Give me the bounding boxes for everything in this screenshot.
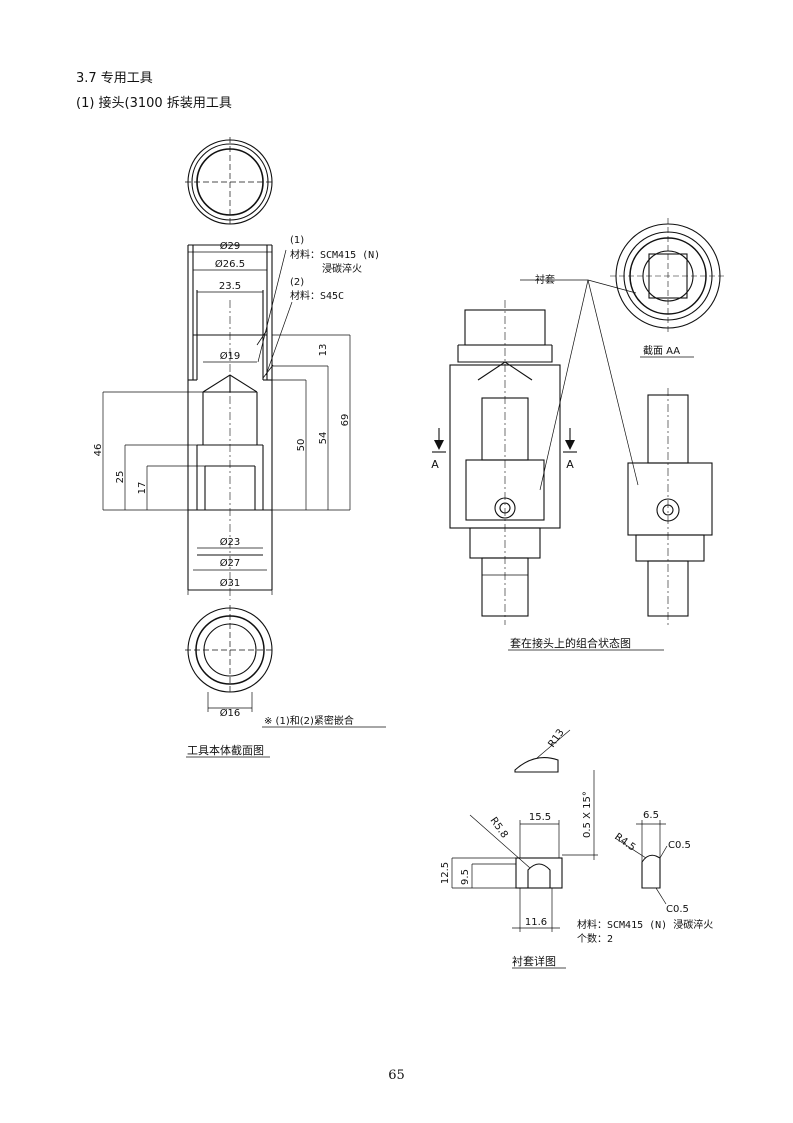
dim-69: 69 xyxy=(340,414,351,427)
part-label-1: (1) xyxy=(290,235,304,246)
dim-9-5: 9.5 xyxy=(460,869,471,885)
tool-body-dimensions xyxy=(102,249,351,595)
bushing-quantity: 个数：2 xyxy=(577,932,613,945)
dim-54: 54 xyxy=(318,432,329,445)
dim-d23: Ø23 xyxy=(220,536,241,548)
dim-50: 50 xyxy=(296,439,307,452)
section-heading: 3.7 专用工具 xyxy=(76,71,153,86)
tool-body-top-view xyxy=(185,137,275,227)
dim-6-5: 6.5 xyxy=(643,810,659,821)
section-arrow-a-left: A xyxy=(431,458,439,471)
assembly-section-aa xyxy=(610,218,726,334)
material-1: 材料：SCM415 (N) xyxy=(290,248,380,261)
section-aa-label: 截面 AA xyxy=(643,344,680,357)
part-label-2: (2) xyxy=(290,277,304,288)
dim-13: 13 xyxy=(318,344,329,357)
dim-15-5: 15.5 xyxy=(529,812,551,823)
tool-body-caption: 工具本体截面图 xyxy=(187,743,264,757)
material-2: 材料：S45C xyxy=(290,289,344,302)
dim-d19: Ø19 xyxy=(220,350,241,362)
bushing-material: 材料：SCM415 (N) 浸碳淬火 xyxy=(577,918,713,931)
assembly-caption: 套在接头上的组合状态图 xyxy=(510,636,631,650)
fit-note: ※ (1)和(2)紧密嵌合 xyxy=(264,714,354,727)
page-number: 65 xyxy=(388,1068,405,1083)
treatment-1: 浸碳淬火 xyxy=(322,262,362,275)
dim-25: 25 xyxy=(115,471,126,484)
dim-12-5: 12.5 xyxy=(440,862,451,884)
subsection-heading: (1) 接头(3100 拆装用工具 xyxy=(76,96,232,111)
dim-17: 17 xyxy=(137,482,148,495)
dim-23-5: 23.5 xyxy=(219,281,241,292)
section-arrow-a-right: A xyxy=(566,458,574,471)
dim-d26-5: Ø26.5 xyxy=(215,258,245,270)
dim-d27: Ø27 xyxy=(220,557,241,569)
tool-body-section xyxy=(187,244,274,600)
dim-11-6: 11.6 xyxy=(525,917,547,928)
dim-46: 46 xyxy=(93,444,104,457)
dim-chamfer: 0.5 X 15° xyxy=(582,791,593,838)
dim-c0-5-bottom: C0.5 xyxy=(666,904,689,915)
bushing-detail-top xyxy=(514,729,571,773)
assembly-view-1 xyxy=(432,300,577,625)
dim-r13: R13 xyxy=(546,727,566,749)
bushing-caption: 衬套详图 xyxy=(512,954,556,968)
dim-d31: Ø31 xyxy=(220,577,241,589)
tool-body-bottom-view xyxy=(185,605,275,712)
dim-r5-8: R5.8 xyxy=(488,815,510,840)
dim-d29: Ø29 xyxy=(220,240,241,252)
bushing-detail-side xyxy=(614,820,668,905)
bushing-leaders xyxy=(520,279,639,491)
bushing-label: 衬套 xyxy=(535,273,555,286)
bushing-detail-front xyxy=(451,770,598,932)
dim-c0-5-top: C0.5 xyxy=(668,840,691,851)
assembly-view-2 xyxy=(627,388,713,625)
dim-d16: Ø16 xyxy=(220,707,241,719)
